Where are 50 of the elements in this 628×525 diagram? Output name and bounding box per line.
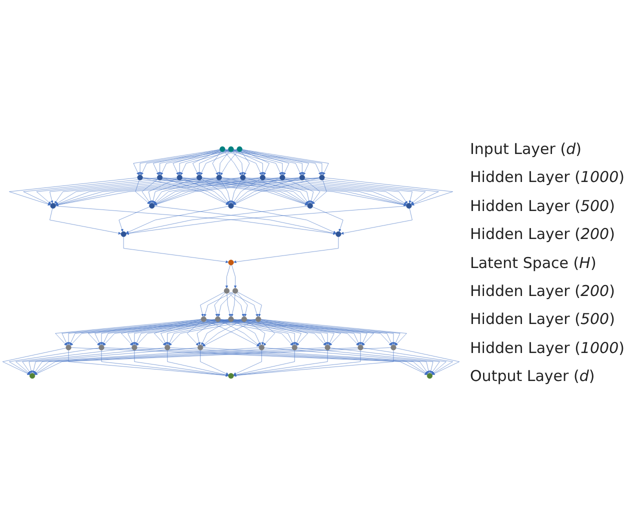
node-circle [336,231,342,237]
node-circle [30,373,36,379]
layer-label: Hidden Layer (500) [470,196,615,215]
node-circle [390,344,396,350]
node-circle [228,146,234,152]
node-circle [324,344,330,350]
node-circle [292,344,298,350]
node-circle [176,174,182,180]
node-circle [66,344,72,350]
node-circle [200,316,206,322]
node-circle [307,203,313,209]
node-circle [198,344,204,350]
node-circle [319,174,325,180]
node-circle [406,203,412,209]
node-circle [299,174,305,180]
node-circle [240,174,246,180]
node-circle [228,373,234,379]
node-circle [228,316,234,322]
node-circle [228,203,234,209]
node-circle [258,344,264,350]
node-circle [228,260,234,266]
layer-label: Output Layer (d) [470,366,595,385]
node-circle [149,203,155,209]
layer-label: Latent Space (H) [470,254,596,272]
node-circle [164,344,170,350]
node-circle [256,316,262,322]
layer-label: Hidden Layer (200) [470,225,615,244]
node-circle [120,231,126,237]
node-circle [241,316,247,322]
node-circle [232,288,238,294]
node-circle [196,174,202,180]
node-circle [137,174,143,180]
node-circle [215,316,221,322]
node-circle [260,174,266,180]
layer-label: Hidden Layer (200) [470,282,615,300]
node-circle [216,174,222,180]
node-circle [98,344,104,350]
layer-label: Hidden Layer (1000) [470,168,624,186]
layer-label: Hidden Layer (500) [470,310,615,328]
node-circle [157,174,163,180]
node-circle [426,373,432,379]
node-circle [132,344,138,350]
layer-label: Input Layer (d) [470,140,582,158]
node-circle [220,146,226,152]
layer-label: Hidden Layer (1000) [470,338,624,357]
node-circle [280,174,286,180]
node-circle [236,146,242,152]
node-circle [224,288,230,294]
node-circle [50,203,56,209]
node-circle [358,344,364,350]
